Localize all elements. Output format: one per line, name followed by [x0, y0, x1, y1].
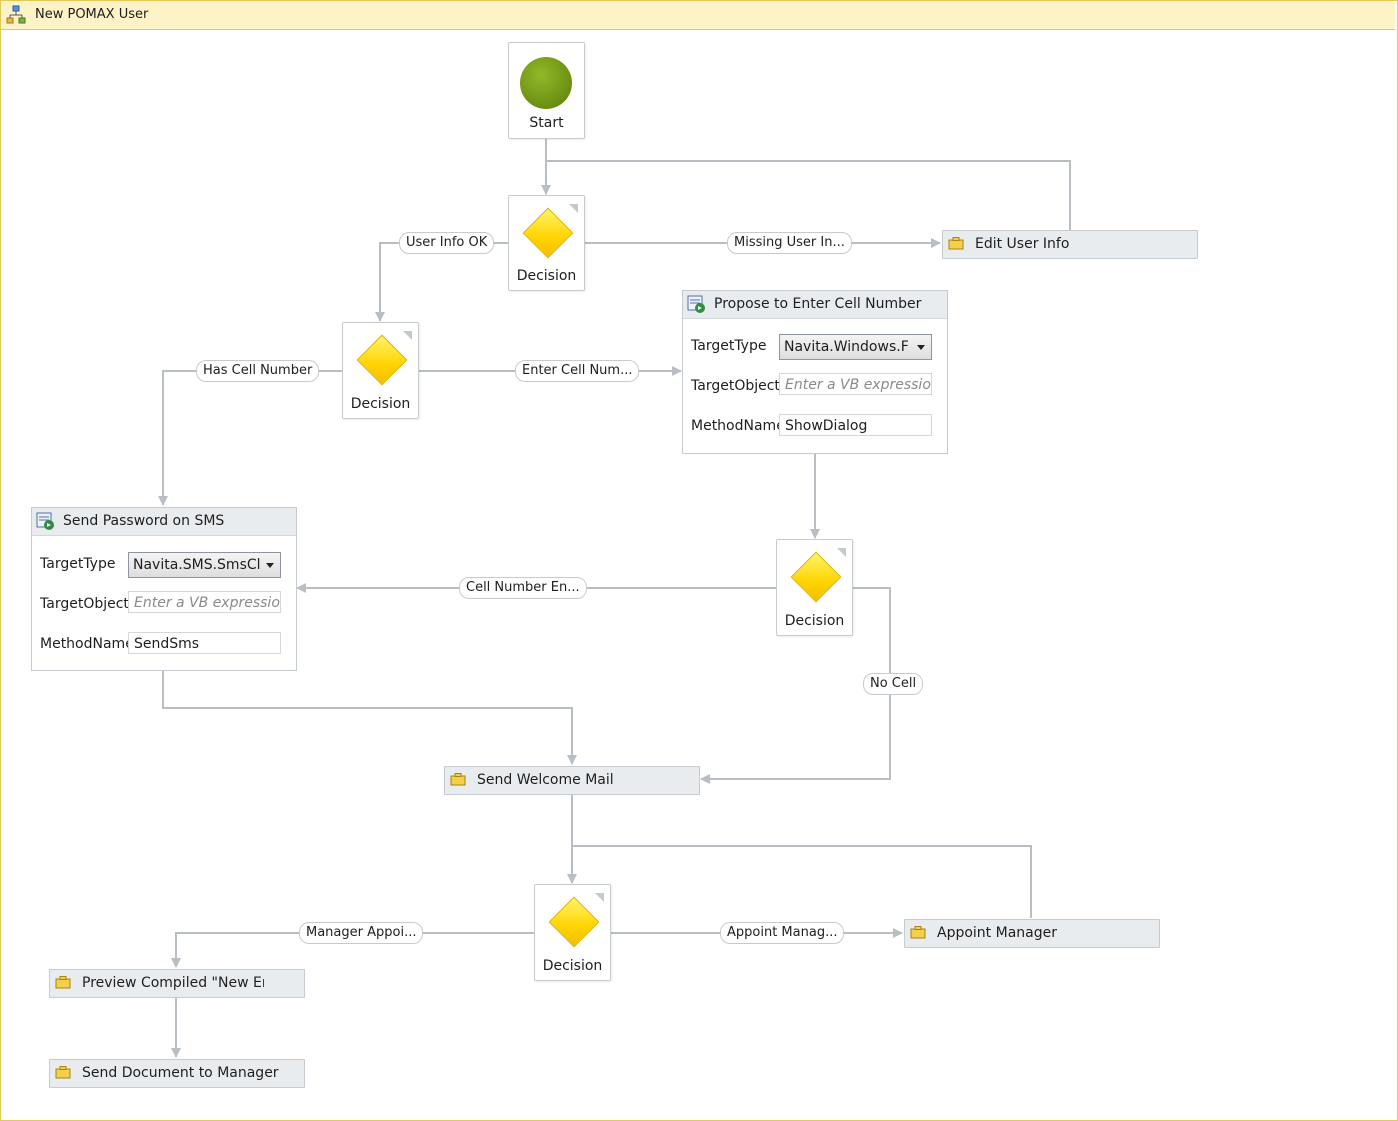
edge-label-missing-user-info[interactable]: Missing User In... — [727, 232, 852, 254]
start-icon — [520, 57, 572, 109]
title-bar: New POMAX User — [1, 1, 1395, 30]
connector-edit-user-loop — [546, 160, 1071, 230]
method-name-label: MethodName — [40, 636, 134, 652]
method-name-input[interactable]: SendSms — [128, 632, 281, 654]
target-object-input[interactable]: Enter a VB expression — [128, 591, 281, 613]
start-label: Start — [529, 115, 564, 131]
decision-label: Decision — [350, 396, 411, 412]
target-object-input[interactable]: Enter a VB expression — [779, 373, 932, 395]
target-type-select[interactable]: Navita.SMS.SmsCl — [128, 552, 281, 578]
decision-icon — [790, 551, 842, 603]
edge-label-appoint-manager[interactable]: Appoint Manag... — [720, 922, 845, 944]
activity-label: Edit User Info — [975, 236, 1070, 252]
target-type-label: TargetType — [40, 556, 116, 572]
expand-corner-icon — [595, 893, 604, 902]
edge-label-manager-appointed[interactable]: Manager Appoi... — [299, 922, 424, 944]
edge-label-no-cell[interactable]: No Cell — [863, 673, 924, 695]
expand-corner-icon — [569, 204, 578, 213]
activity-icon — [910, 926, 926, 939]
activity-appoint-manager[interactable]: Appoint Manager — [904, 919, 1160, 948]
method-name-input[interactable]: ShowDialog — [779, 414, 932, 436]
invoke-propose-cell-number[interactable]: Propose to Enter Cell Number TargetType … — [682, 290, 948, 454]
target-object-label: TargetObject — [691, 378, 780, 394]
edge-label-has-cell-number[interactable]: Has Cell Number — [196, 360, 320, 382]
invoke-method-icon — [36, 512, 54, 530]
activity-header: Propose to Enter Cell Number — [683, 291, 947, 319]
method-name-label: MethodName — [691, 418, 785, 434]
target-type-select[interactable]: Navita.Windows.F — [779, 334, 932, 360]
activity-icon — [948, 237, 964, 250]
connector-sms-to-welcome — [162, 670, 577, 765]
activity-label: Send Welcome Mail — [477, 772, 614, 788]
invoke-send-password-sms[interactable]: Send Password on SMS TargetType Navita.S… — [31, 507, 297, 671]
edge-label-user-info-ok[interactable]: User Info OK — [399, 232, 495, 254]
activity-edit-user-info[interactable]: Edit User Info — [942, 230, 1198, 259]
activity-label: Send Document to Manager — [82, 1065, 279, 1081]
decision-cell-number[interactable]: Decision — [342, 322, 419, 419]
decision-icon — [522, 207, 574, 259]
dropdown-arrow-icon — [917, 345, 925, 350]
decision-label: Decision — [542, 958, 603, 974]
dropdown-arrow-icon — [266, 563, 274, 568]
activity-icon — [450, 773, 466, 786]
activity-send-document[interactable]: Send Document to Manager — [49, 1059, 305, 1088]
edge-label-enter-cell-number[interactable]: Enter Cell Num... — [515, 360, 640, 382]
activity-label: Appoint Manager — [937, 925, 1057, 941]
expand-corner-icon — [837, 548, 846, 557]
activity-header: Send Password on SMS — [32, 508, 296, 536]
target-type-label: TargetType — [691, 338, 767, 354]
activity-icon — [55, 976, 71, 989]
activity-icon — [55, 1066, 71, 1079]
invoke-method-icon — [687, 295, 705, 313]
connector-has-cell-number — [158, 370, 342, 506]
start-node[interactable]: Start — [508, 42, 585, 139]
activity-title: Send Password on SMS — [63, 513, 225, 529]
decision-manager[interactable]: Decision — [534, 884, 611, 981]
decision-icon — [548, 896, 600, 948]
target-object-label: TargetObject — [40, 596, 129, 612]
edge-label-cell-number-entered[interactable]: Cell Number En... — [459, 577, 587, 599]
decision-icon — [356, 334, 408, 386]
activity-label: Preview Compiled "New Emplo — [82, 975, 264, 991]
activity-preview-compiled[interactable]: Preview Compiled "New Emplo — [49, 969, 305, 998]
connector-user-info-ok — [375, 242, 508, 322]
expand-corner-icon — [403, 331, 412, 340]
connector-appoint-loop — [572, 845, 1032, 918]
workflow-title: New POMAX User — [35, 7, 149, 22]
activity-send-welcome-mail[interactable]: Send Welcome Mail — [444, 766, 700, 795]
target-type-value: Navita.SMS.SmsCl — [133, 557, 261, 573]
decision-label: Decision — [784, 613, 845, 629]
flowchart-icon — [6, 5, 26, 24]
decision-cell-entered[interactable]: Decision — [776, 539, 853, 636]
decision-label: Decision — [516, 268, 577, 284]
decision-user-info[interactable]: Decision — [508, 195, 585, 291]
activity-title: Propose to Enter Cell Number — [714, 296, 922, 312]
target-type-value: Navita.Windows.F — [784, 339, 909, 355]
